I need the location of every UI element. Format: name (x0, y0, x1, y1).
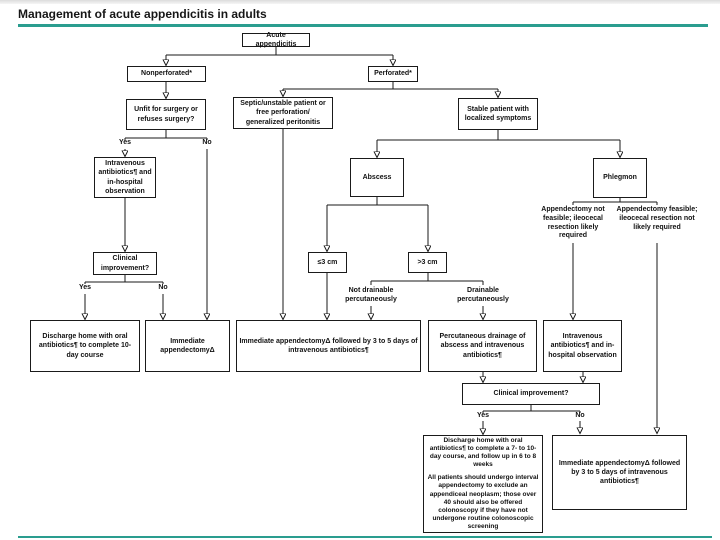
node-clinical-improvement-bottom: Clinical improvement? (462, 383, 600, 405)
branch-label-appendectomy-feasible: Appendectomy feasible; ileocecal resecti… (616, 206, 698, 231)
node-immediate-appendectomy-plus-iv-2: Immediate appendectomyΔ followed by 3 to… (552, 435, 687, 510)
branch-label-not-drainable: Not drainable percutaneously (345, 287, 397, 303)
branch-label-appendectomy-not-feasible: Appendectomy not feasible; ileocecal res… (541, 206, 605, 240)
node-nonperforated: Nonperforated* (127, 66, 206, 82)
branch-label-no-clinical-bottom: No (575, 412, 585, 419)
page-title: Management of acute appendicitis in adul… (18, 7, 267, 21)
node-iv-antibiotics-observation-left: Intravenous antibiotics¶ and in-hospital… (94, 157, 156, 198)
node-abscess: Abscess (350, 158, 404, 197)
node-stable-patient: Stable patient with localized symptoms (458, 98, 538, 130)
node-septic-unstable: Septic/unstable patient or free perforat… (233, 97, 333, 129)
node-acute-appendicitis: Acute appendicitis (242, 32, 310, 48)
branch-label-yes-clinical-left: Yes (78, 284, 92, 291)
discharge-interval-paragraph-1: Discharge home with oral antibiotics¶ to… (429, 436, 537, 469)
branch-label-no-clinical-left: No (158, 284, 168, 291)
discharge-interval-paragraph-2: All patients should undergo interval app… (427, 474, 539, 531)
node-iv-antibiotics-observation-right: Intravenous antibiotics¶ and in-hospital… (543, 320, 622, 372)
branch-label-yes-clinical-bottom: Yes (476, 412, 490, 419)
node-clinical-improvement-left: Clinical improvement? (93, 252, 157, 275)
window-top-edge (0, 0, 720, 4)
branch-label-yes-unfit: Yes (118, 139, 132, 146)
node-immediate-appendectomy-plus-iv: Immediate appendectomyΔ followed by 3 to… (236, 320, 421, 372)
node-discharge-interval-appendectomy: Discharge home with oral antibiotics¶ to… (423, 435, 543, 533)
branch-label-drainable: Drainable percutaneously (457, 287, 509, 303)
node-discharge-10day-course: Discharge home with oral antibiotics¶ to… (30, 320, 140, 372)
node-abscess-over-3cm: >3 cm (408, 252, 447, 273)
footer-rule (18, 536, 712, 538)
title-rule (18, 24, 708, 27)
branch-label-no-unfit: No (202, 139, 212, 146)
node-perforated: Perforated* (368, 66, 418, 82)
node-percutaneous-drainage: Percutaneous drainage of abscess and int… (428, 320, 537, 372)
node-immediate-appendectomy: Immediate appendectomyΔ (145, 320, 230, 372)
node-phlegmon: Phlegmon (593, 158, 647, 198)
node-unfit-for-surgery: Unfit for surgery or refuses surgery? (126, 99, 206, 130)
node-abscess-3cm-or-less: ≤3 cm (308, 252, 347, 273)
